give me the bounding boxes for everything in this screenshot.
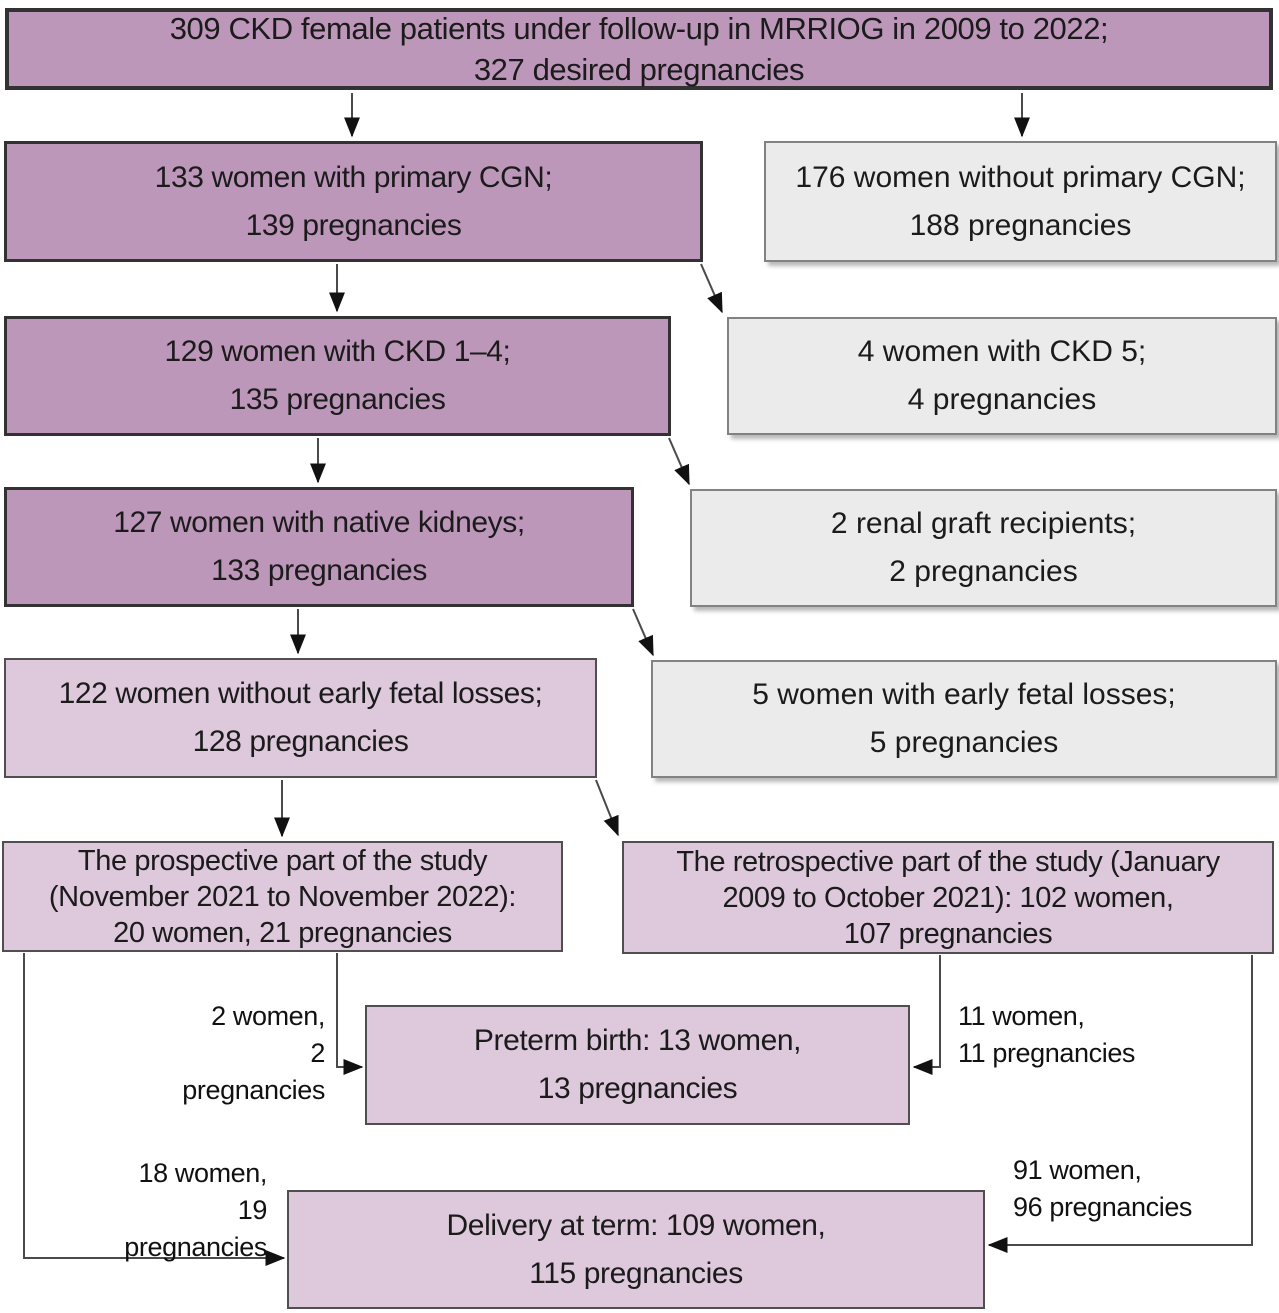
node-primary-cgn: 133 women with primary CGN; 139 pregnanc… (4, 141, 703, 262)
arrow-retrospective-to-delivery (987, 955, 1253, 1253)
arrow-prospective-to-delivery (23, 953, 286, 1266)
node-renal-graft-line1: 2 renal graft recipients; (830, 507, 1137, 540)
node-delivery-line2: 115 pregnancies (529, 1256, 743, 1290)
node-early-losses-line2: 5 pregnancies (869, 726, 1059, 759)
label-91-women: 91 women, (1013, 1155, 1142, 1185)
label-11-pregnancies: 11 pregnancies (958, 1038, 1136, 1068)
label-retrospective-to-preterm: 11 women, 11 pregnancies (958, 998, 1178, 1072)
label-19-pregnancies: 19 pregnancies (124, 1195, 267, 1262)
node-no-primary-cgn-line1: 176 women without primary CGN; (795, 160, 1246, 194)
node-no-primary-cgn: 176 women without primary CGN; 188 pregn… (764, 141, 1277, 262)
arrow-prospective-to-preterm (336, 953, 364, 1075)
node-ckd-1-4: 129 women with CKD 1–4; 135 pregnancies (4, 316, 671, 436)
node-preterm-birth: Preterm birth: 13 women, 13 pregnancies (365, 1005, 910, 1125)
node-native-kidneys-line1: 127 women with native kidneys; (113, 506, 525, 539)
node-native-kidneys: 127 women with native kidneys; 133 pregn… (4, 487, 634, 607)
node-without-early-fetal-losses: 122 women without early fetal losses; 12… (4, 658, 597, 778)
label-retrospective-to-delivery: 91 women, 96 pregnancies (1013, 1152, 1233, 1226)
node-primary-cgn-line1: 133 women with primary CGN; (154, 160, 553, 194)
node-no-primary-cgn-line2: 188 pregnancies (909, 208, 1132, 242)
arrow-primary-cgn-to-ckd5 (700, 263, 723, 314)
label-2-women: 2 women, (211, 1001, 325, 1031)
node-retrospective: The retrospective part of the study (Jan… (622, 841, 1274, 954)
node-ckd-5: 4 women with CKD 5; 4 pregnancies (727, 317, 1277, 435)
node-prospective: The prospective part of the study (Novem… (2, 841, 563, 952)
node-retrospective-line2: 2009 to October 2021): 102 women, (722, 881, 1174, 914)
node-native-kidneys-line2: 133 pregnancies (211, 554, 427, 587)
node-prospective-line2: (November 2021 to November 2022): (48, 880, 517, 913)
node-prospective-line3: 20 women, 21 pregnancies (113, 916, 452, 949)
node-ckd-1-4-line1: 129 women with CKD 1–4; (164, 335, 511, 368)
node-retrospective-line3: 107 pregnancies (843, 917, 1053, 950)
node-delivery-at-term: Delivery at term: 109 women, 115 pregnan… (287, 1190, 985, 1309)
node-early-fetal-losses: 5 women with early fetal losses; 5 pregn… (651, 660, 1277, 778)
arrow-no-losses-to-retrospective (595, 779, 619, 837)
arrow-native-to-losses (632, 608, 654, 657)
node-preterm-line2: 13 pregnancies (537, 1072, 738, 1105)
label-prospective-to-preterm: 2 women, 2 pregnancies (165, 998, 325, 1109)
node-ckd-5-line1: 4 women with CKD 5; (857, 335, 1147, 368)
node-ckd-1-4-line2: 135 pregnancies (229, 383, 446, 416)
node-early-losses-line1: 5 women with early fetal losses; (752, 678, 1176, 711)
node-renal-graft: 2 renal graft recipients; 2 pregnancies (690, 489, 1277, 607)
label-96-pregnancies: 96 pregnancies (1013, 1192, 1193, 1222)
node-renal-graft-line2: 2 pregnancies (889, 555, 1078, 588)
node-root-population: 309 CKD female patients under follow-up … (5, 8, 1273, 90)
node-without-losses-line2: 128 pregnancies (192, 725, 409, 758)
label-2-pregnancies: 2 pregnancies (182, 1038, 325, 1105)
arrow-ckd14-to-graft (668, 437, 690, 486)
node-primary-cgn-line2: 139 pregnancies (245, 208, 462, 242)
node-ckd-5-line2: 4 pregnancies (907, 383, 1097, 416)
label-prospective-to-delivery: 18 women, 19 pregnancies (95, 1155, 267, 1266)
node-prospective-line1: The prospective part of the study (77, 844, 488, 877)
arrow-retrospective-to-preterm (912, 955, 941, 1075)
node-retrospective-line1: The retrospective part of the study (Jan… (676, 845, 1220, 878)
node-root-line2: 327 desired pregnancies (473, 52, 805, 87)
node-preterm-line1: Preterm birth: 13 women, (473, 1024, 802, 1057)
node-delivery-line1: Delivery at term: 109 women, (446, 1208, 826, 1242)
label-11-women: 11 women, (958, 1001, 1085, 1031)
node-root-line1: 309 CKD female patients under follow-up … (169, 11, 1109, 46)
label-18-women: 18 women, (138, 1158, 268, 1188)
node-without-losses-line1: 122 women without early fetal losses; (58, 677, 543, 710)
